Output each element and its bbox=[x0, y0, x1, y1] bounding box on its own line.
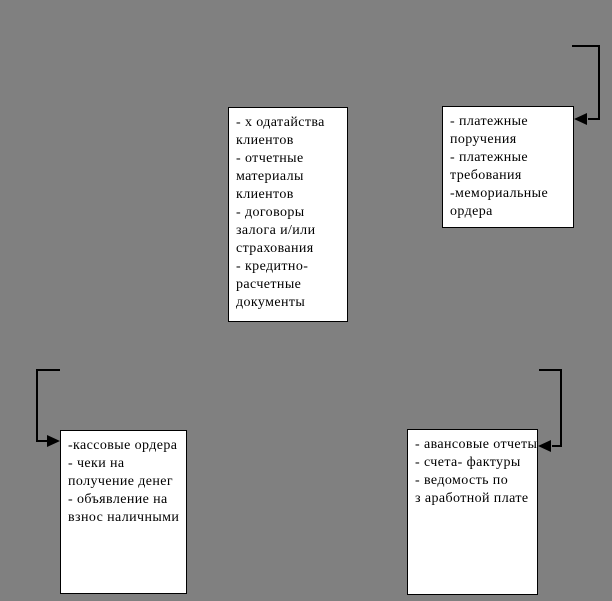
box-cash-documents: -кассовые ордера - чеки на получение ден… bbox=[60, 430, 187, 594]
box-advance-report-documents-text: - авансовые отчеты - счета- фактуры - ве… bbox=[415, 437, 538, 506]
connector-to-cash-documents bbox=[36, 369, 60, 447]
connector-line bbox=[539, 369, 562, 447]
connector-line bbox=[572, 45, 600, 120]
box-client-credit-documents: - х одатайства клиентов - отчетные матер… bbox=[228, 107, 348, 322]
arrowhead-icon bbox=[538, 440, 551, 452]
box-payment-documents: - платежные поручения - платежные требов… bbox=[442, 106, 574, 228]
arrowhead-icon bbox=[47, 435, 60, 447]
connector-line bbox=[36, 369, 60, 442]
connector-to-advance-documents bbox=[538, 369, 562, 452]
box-advance-report-documents: - авансовые отчеты - счета- фактуры - ве… bbox=[407, 429, 538, 595]
connector-to-payment-documents bbox=[572, 45, 600, 125]
box-cash-documents-text: -кассовые ордера - чеки на получение ден… bbox=[68, 438, 180, 525]
arrowhead-icon bbox=[574, 113, 587, 125]
box-payment-documents-text: - платежные поручения - платежные требов… bbox=[450, 114, 549, 219]
box-client-credit-documents-text: - х одатайства клиентов - отчетные матер… bbox=[236, 115, 325, 310]
